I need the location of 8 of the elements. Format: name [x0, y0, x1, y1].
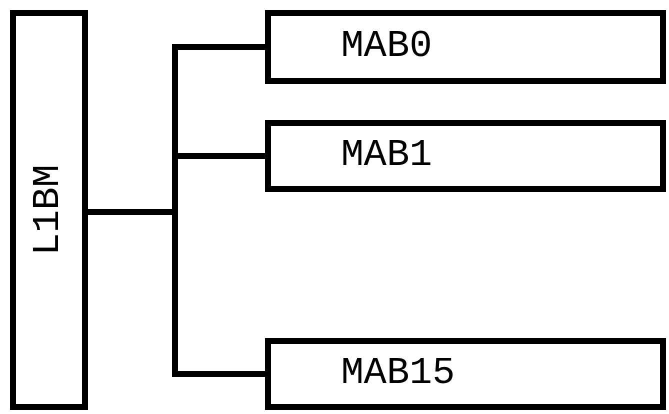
- node-label: MAB1: [341, 137, 432, 175]
- node-label: MAB0: [341, 28, 432, 66]
- process-box: [265, 338, 666, 410]
- process-box: [265, 120, 666, 192]
- node-label: L1BM: [30, 164, 68, 256]
- node-label: MAB15: [341, 355, 456, 393]
- process-box: [265, 10, 666, 84]
- vertical-box: [10, 10, 88, 410]
